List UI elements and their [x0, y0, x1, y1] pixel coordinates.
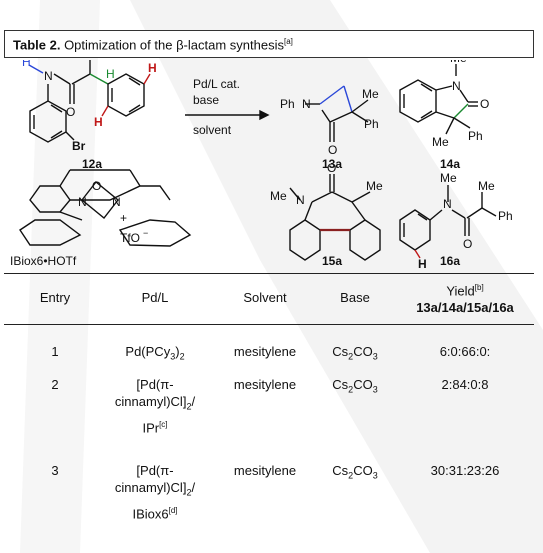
atom-N-14a: N: [452, 79, 461, 93]
atom-N-16a: N: [443, 197, 452, 211]
row3-base: Cs2CO3: [332, 463, 378, 481]
label-12a: 12a: [82, 157, 102, 171]
atom-Ph-16a: Ph: [498, 209, 513, 223]
col-pdl: Pd/L: [141, 290, 169, 305]
row3-solvent: mesitylene: [233, 463, 297, 478]
atom-N-13a: N: [302, 97, 311, 111]
caption-label: Table 2.: [13, 37, 61, 53]
row2-yield: 2:84:0:8: [441, 377, 489, 392]
atom-O-12a: O: [66, 105, 75, 119]
atom-TfO-ibiox: TfO: [120, 231, 140, 245]
atom-Me-16a: Me: [440, 171, 457, 185]
atom-Me-15a: Me: [270, 189, 287, 203]
caption-text: Optimization of the β-lactam synthesis: [60, 37, 284, 53]
label-14a: 14a: [440, 157, 460, 171]
col-entry: Entry: [39, 290, 71, 305]
atom-Me-15a-2: Me: [366, 179, 383, 193]
atom-O-13a: O: [328, 143, 337, 157]
atom-Ph-14a: Ph: [468, 129, 483, 143]
atom-Ph-13a-2: Ph: [364, 117, 379, 131]
row3-entry: 3: [51, 463, 59, 478]
table-caption: Table 2. Optimization of the β-lactam sy…: [4, 30, 534, 58]
row1-entry: 1: [51, 344, 59, 359]
row1-pdl: Pd(PCy3)2: [125, 344, 185, 362]
ring-12a-left: [29, 100, 67, 143]
col-solvent: Solvent: [243, 290, 287, 305]
atom-Me-14a-2: Me: [432, 135, 449, 149]
atom-N-15a: N: [296, 193, 305, 207]
row2-entry: 2: [51, 377, 59, 392]
row3-pdl: [Pd(π- cinnamyl)Cl]2/ IBiox6[d]: [114, 463, 196, 521]
col-base: Base: [340, 290, 370, 305]
atom-N-ibiox-2: N: [112, 195, 121, 209]
col-yield-compounds: 13a/14a/15a/16a: [416, 300, 514, 315]
atom-H-12a-red-2: H: [94, 115, 103, 129]
condition-solvent: solvent: [193, 123, 232, 137]
atom-O-16a: O: [463, 237, 472, 251]
row2-pdl: [Pd(π- cinnamyl)Cl]2/ IPr[c]: [114, 377, 196, 435]
row1-solvent: mesitylene: [233, 344, 297, 359]
atom-O-15a: O: [327, 161, 336, 175]
atom-plus-ibiox: +: [120, 211, 127, 225]
col-yield-label: Yield: [446, 283, 475, 299]
condition-base: base: [193, 93, 219, 107]
atom-H-16a: H: [418, 257, 427, 271]
atom-minus-ibiox: −: [143, 228, 148, 238]
atom-Me-14a: Me: [450, 60, 467, 65]
atom-H-12a-green: H: [106, 67, 115, 81]
label-16a: 16a: [440, 254, 460, 268]
label-ibiox: IBiox6•HOTf: [10, 254, 77, 268]
atom-H-12a-red-1: H: [148, 61, 157, 75]
caption-footnote: [a]: [283, 37, 293, 46]
row2-solvent: mesitylene: [233, 377, 297, 392]
condition-catalyst: Pd/L cat.: [193, 77, 240, 91]
atom-Ph-13a: Ph: [280, 97, 295, 111]
atom-N-ibiox-1: N: [78, 195, 87, 209]
atom-N-12a: N: [44, 69, 53, 83]
atom-Br-12a: Br: [72, 139, 86, 153]
atom-Me-13a: Me: [362, 87, 379, 101]
row3-yield: 30:31:23:26: [430, 463, 500, 478]
reaction-scheme: N H O Me H Br H H 12a Pd/L cat. base sol…: [10, 60, 513, 271]
col-yield: Yield[b]: [400, 283, 530, 298]
label-15a: 15a: [322, 254, 342, 268]
label-13a: 13a: [322, 157, 342, 171]
atom-H-12a-blue: H: [22, 60, 31, 69]
table-rule-top: [4, 273, 534, 274]
atom-O-14a: O: [480, 97, 489, 111]
row1-yield: 6:0:66:0:: [439, 344, 491, 359]
col-yield-footnote: [b]: [474, 283, 484, 292]
table-rule-mid: [4, 324, 534, 325]
atom-Me-16a-2: Me: [478, 179, 495, 193]
row2-base: Cs2CO3: [332, 377, 378, 395]
atom-O-ibiox-1: O: [92, 179, 101, 193]
row1-base: Cs2CO3: [332, 344, 378, 362]
